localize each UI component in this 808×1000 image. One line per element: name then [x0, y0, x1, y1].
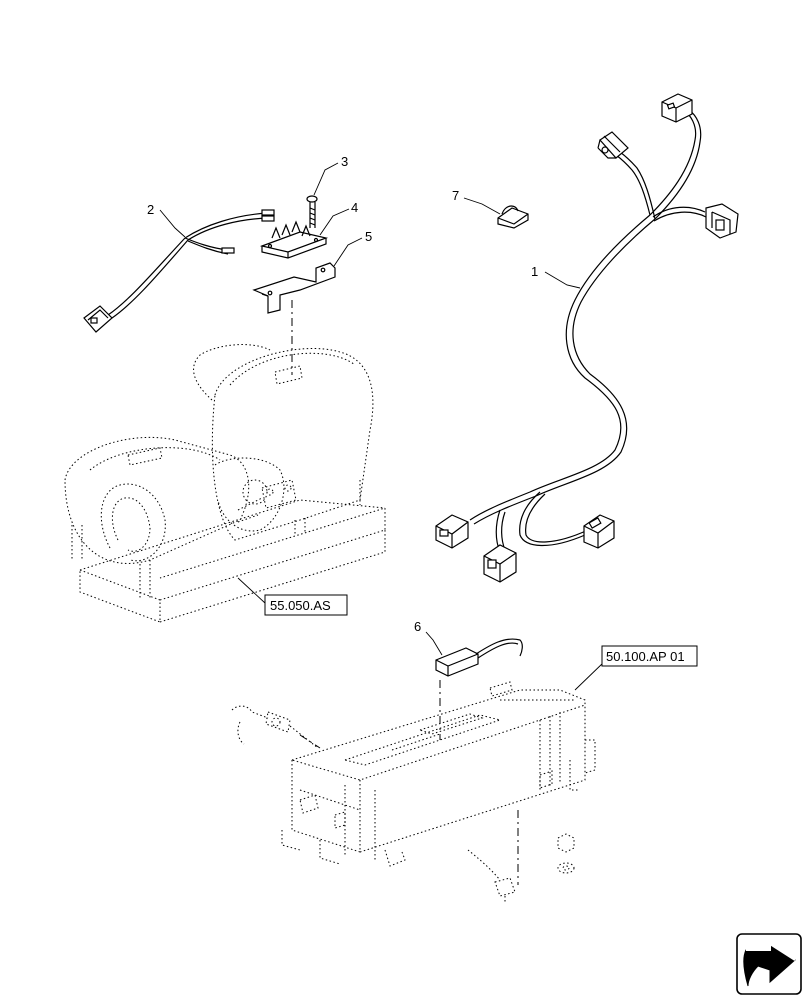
svg-text:7: 7: [452, 188, 459, 203]
reference-heater-label: 50.100.AP 01: [606, 649, 685, 664]
callout-4[interactable]: 4: [319, 200, 358, 236]
svg-text:5: 5: [365, 229, 372, 244]
blower-assembly: [64, 344, 386, 623]
callout-1[interactable]: 1: [531, 264, 581, 289]
alignment-line-left: [299, 734, 321, 749]
svg-text:2: 2: [147, 202, 154, 217]
next-page-arrow-icon[interactable]: [736, 933, 802, 995]
part-1-main-harness[interactable]: [435, 93, 739, 583]
svg-text:1: 1: [531, 264, 538, 279]
part-2-pigtail-harness[interactable]: [83, 209, 275, 333]
part-5-bracket[interactable]: [252, 262, 336, 314]
heater-box-assembly: [281, 681, 596, 867]
temperature-sensor-left: [231, 705, 319, 749]
part-4-resistor-block[interactable]: [259, 220, 329, 259]
part-7-clip[interactable]: [497, 205, 529, 229]
nut-and-washer: [557, 833, 575, 874]
callout-6[interactable]: 6: [414, 619, 443, 656]
part-6-sensor[interactable]: [435, 638, 523, 677]
svg-text:4: 4: [351, 200, 358, 215]
reference-box-heater[interactable]: 50.100.AP 01: [574, 645, 698, 691]
svg-text:3: 3: [341, 154, 348, 169]
callout-5[interactable]: 5: [333, 229, 372, 267]
part-3-screw[interactable]: [306, 195, 318, 228]
sensor-bottom: [467, 849, 516, 902]
reference-box-blower[interactable]: 55.050.AS: [237, 577, 348, 616]
callout-2[interactable]: 2: [147, 202, 186, 238]
svg-text:6: 6: [414, 619, 421, 634]
callout-3[interactable]: 3: [313, 154, 348, 196]
reference-blower-label: 55.050.AS: [270, 598, 331, 613]
callout-7[interactable]: 7: [452, 188, 501, 215]
